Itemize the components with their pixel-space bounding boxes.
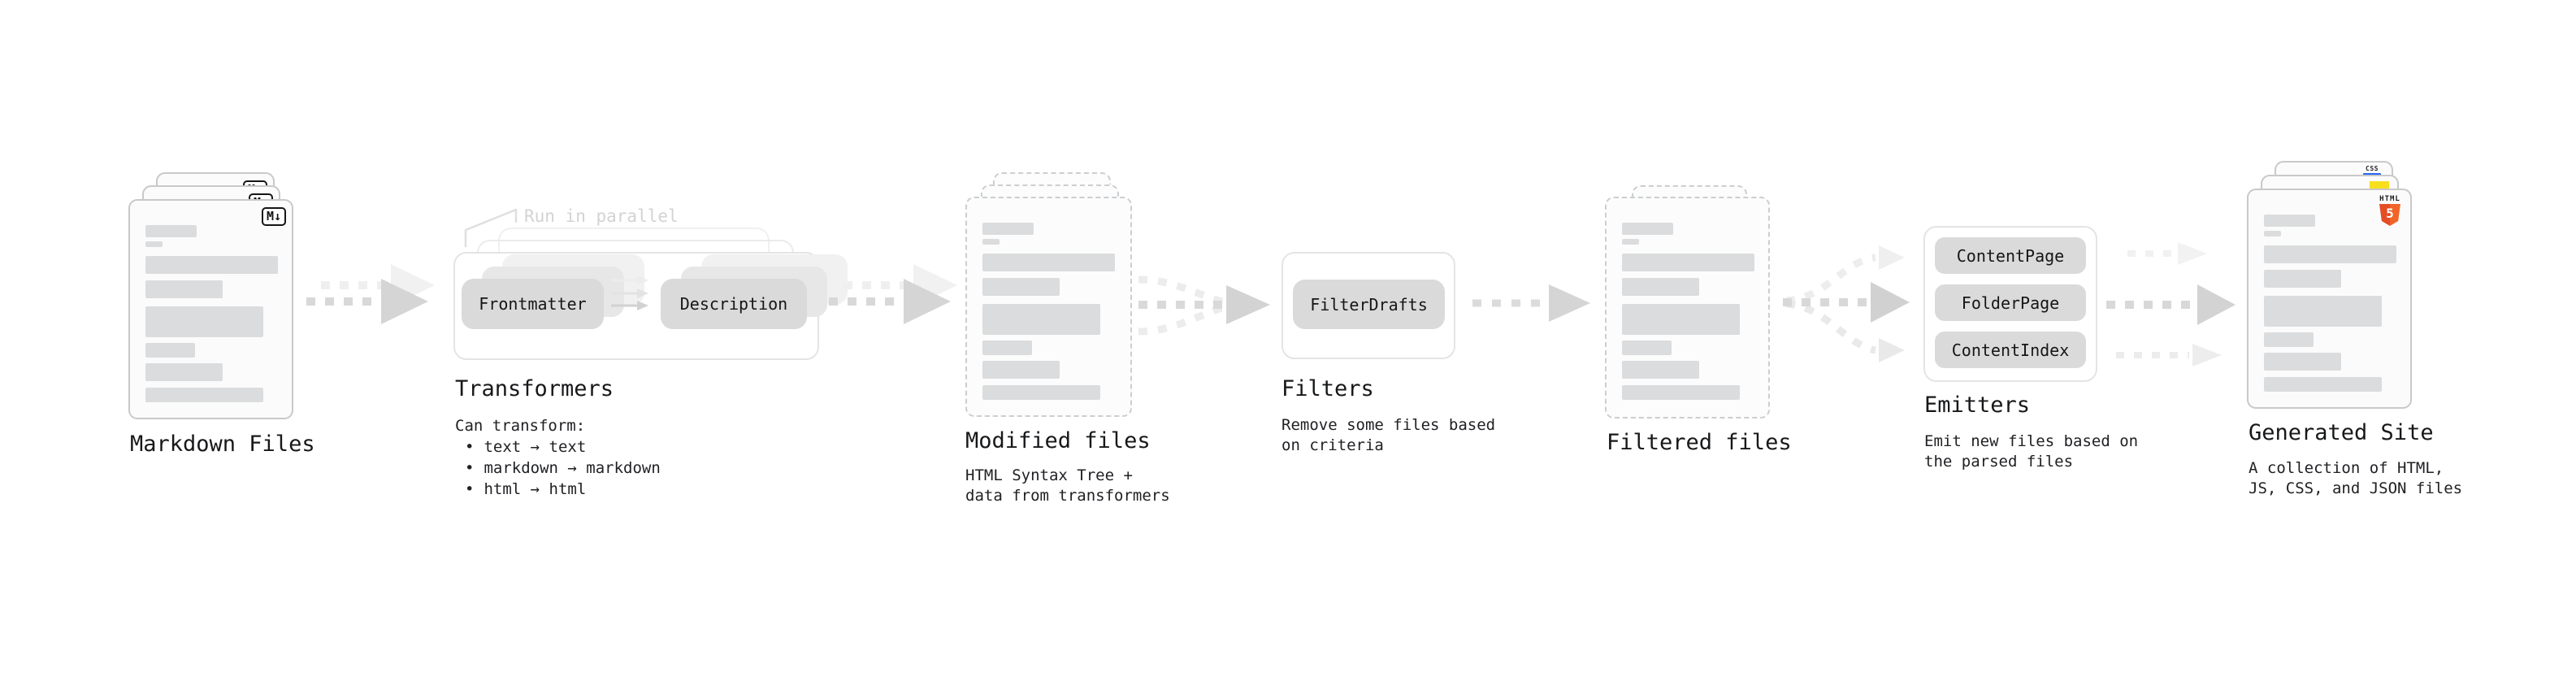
doc-text-line	[982, 361, 1060, 379]
doc-text-line	[1622, 278, 1699, 296]
document-content	[967, 198, 1130, 415]
fan-out-arrow	[1783, 245, 1910, 362]
capability-item: html → html	[465, 479, 661, 500]
filters-label: Filters	[1281, 376, 1374, 401]
doc-text-line	[982, 254, 1115, 271]
flow-arrow	[1472, 284, 1590, 322]
filters-subtitle: Remove some files based on criteria	[1281, 416, 1496, 454]
document-content	[2249, 190, 2410, 407]
doc-text-line	[1622, 254, 1754, 271]
transformers-capability-list: text → text markdown → markdown html → h…	[465, 436, 661, 500]
doc-text-line	[145, 306, 263, 337]
folderpage-pill: FolderPage	[1935, 284, 2086, 321]
modified-files-subtitle: HTML Syntax Tree + data from transformer…	[965, 466, 1170, 505]
emitter-output-arrows	[2106, 242, 2236, 367]
frontmatter-pill: Frontmatter	[462, 279, 604, 329]
doc-text-line	[145, 280, 223, 298]
contentpage-pill: ContentPage	[1935, 237, 2086, 274]
emitters-subtitle: Emit new files based on the parsed files	[1924, 432, 2139, 471]
doc-text-line	[2264, 353, 2341, 371]
doc-text-line	[145, 363, 223, 381]
doc-text-line	[2264, 332, 2314, 347]
modified-files-label: Modified files	[965, 428, 1151, 453]
capability-item: markdown → markdown	[465, 458, 660, 479]
doc-text-line	[982, 340, 1032, 355]
description-pill: Description	[661, 279, 807, 329]
doc-text-line	[1622, 361, 1699, 379]
doc-text-line	[145, 343, 195, 358]
doc-text-line	[145, 256, 278, 274]
js-icon	[2370, 181, 2389, 190]
filtered-files-label: Filtered files	[1607, 430, 1792, 455]
html5-icon: HTML 5	[2377, 195, 2403, 226]
doc-text-line	[1622, 223, 1673, 235]
doc-text-line	[2264, 245, 2396, 263]
fan-in-arrow	[1138, 275, 1270, 336]
doc-text-line	[982, 239, 1000, 245]
doc-text-line	[982, 385, 1100, 400]
site-file-html: HTML 5	[2247, 189, 2412, 409]
emitters-label: Emitters	[1924, 393, 2031, 418]
document-content	[130, 201, 292, 418]
doc-text-line	[2264, 231, 2281, 236]
modified-file-front	[965, 197, 1132, 417]
flow-arrow-double	[829, 264, 957, 324]
document-content	[1607, 198, 1768, 417]
generated-site-subtitle: A collection of HTML, JS, CSS, and JSON …	[2249, 459, 2463, 497]
run-in-parallel-label: Run in parallel	[524, 206, 679, 226]
doc-text-line	[1622, 385, 1740, 400]
markdown-icon: M↓	[261, 207, 286, 226]
doc-text-line	[982, 304, 1100, 335]
annotation-callout-line	[464, 208, 518, 248]
filterdrafts-pill: FilterDrafts	[1293, 280, 1445, 329]
capability-item: text → text	[465, 436, 661, 458]
doc-text-line	[982, 278, 1060, 296]
doc-text-line	[1622, 239, 1639, 245]
doc-text-line	[2264, 296, 2382, 327]
pill-to-pill-arrows	[611, 275, 648, 310]
css-icon-label: CSS	[2366, 165, 2379, 172]
doc-text-line	[145, 241, 163, 247]
doc-text-line	[145, 388, 263, 402]
doc-text-line	[1622, 340, 1672, 355]
flow-arrow-double	[306, 264, 435, 324]
html5-icon-label: HTML	[2379, 195, 2400, 203]
doc-text-line	[2264, 377, 2382, 392]
doc-text-line	[2264, 215, 2315, 227]
markdown-files-label: Markdown Files	[130, 432, 315, 457]
transformers-description-heading: Can transform:	[455, 417, 586, 435]
transformers-label: Transformers	[455, 376, 614, 401]
generated-site-label: Generated Site	[2249, 420, 2434, 445]
doc-text-line	[2264, 270, 2341, 288]
contentindex-pill: ContentIndex	[1935, 332, 2086, 368]
markdown-file-front: M↓	[128, 199, 293, 419]
filtered-file-front	[1605, 197, 1770, 419]
doc-text-line	[982, 223, 1034, 235]
doc-text-line	[145, 225, 197, 237]
doc-text-line	[1622, 304, 1740, 335]
